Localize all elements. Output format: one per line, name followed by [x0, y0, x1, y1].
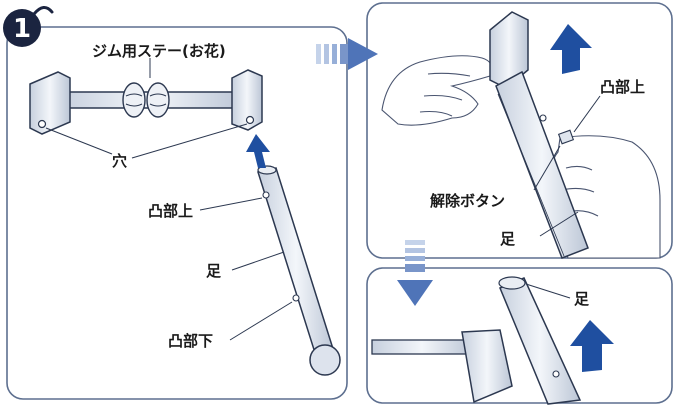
stay-and-leg-top [489, 11, 589, 259]
label-release-button: 解除ボタン [430, 192, 505, 210]
step-badge: 1 [3, 6, 54, 47]
gym-stay-bar [29, 69, 263, 135]
label-leg-right: 足 [500, 230, 516, 248]
leader-lines-top-right [533, 95, 601, 237]
chevron-right-arrow-icon [316, 38, 378, 70]
step-number: 1 [13, 14, 31, 44]
leader-lines-bottom-right [525, 283, 571, 299]
label-leg-left: 足 [206, 262, 222, 280]
leader-lines-left [45, 58, 293, 341]
bold-up-arrow-icon [550, 24, 592, 74]
label-convex-bottom: 凸部下 [168, 332, 213, 350]
label-gym-stay: ジム用ステー(お花) [92, 42, 226, 60]
label-convex-top-left: 凸部上 [148, 202, 193, 220]
label-hole: 穴 [112, 152, 127, 170]
stay-and-leg-bottom [371, 276, 582, 405]
label-convex-top-right: 凸部上 [600, 78, 645, 96]
chevron-down-arrow-icon [397, 240, 433, 306]
bold-up-arrow-icon [246, 134, 270, 168]
bold-up-arrow-icon [570, 320, 614, 372]
label-leg-bottom: 足 [574, 290, 590, 308]
